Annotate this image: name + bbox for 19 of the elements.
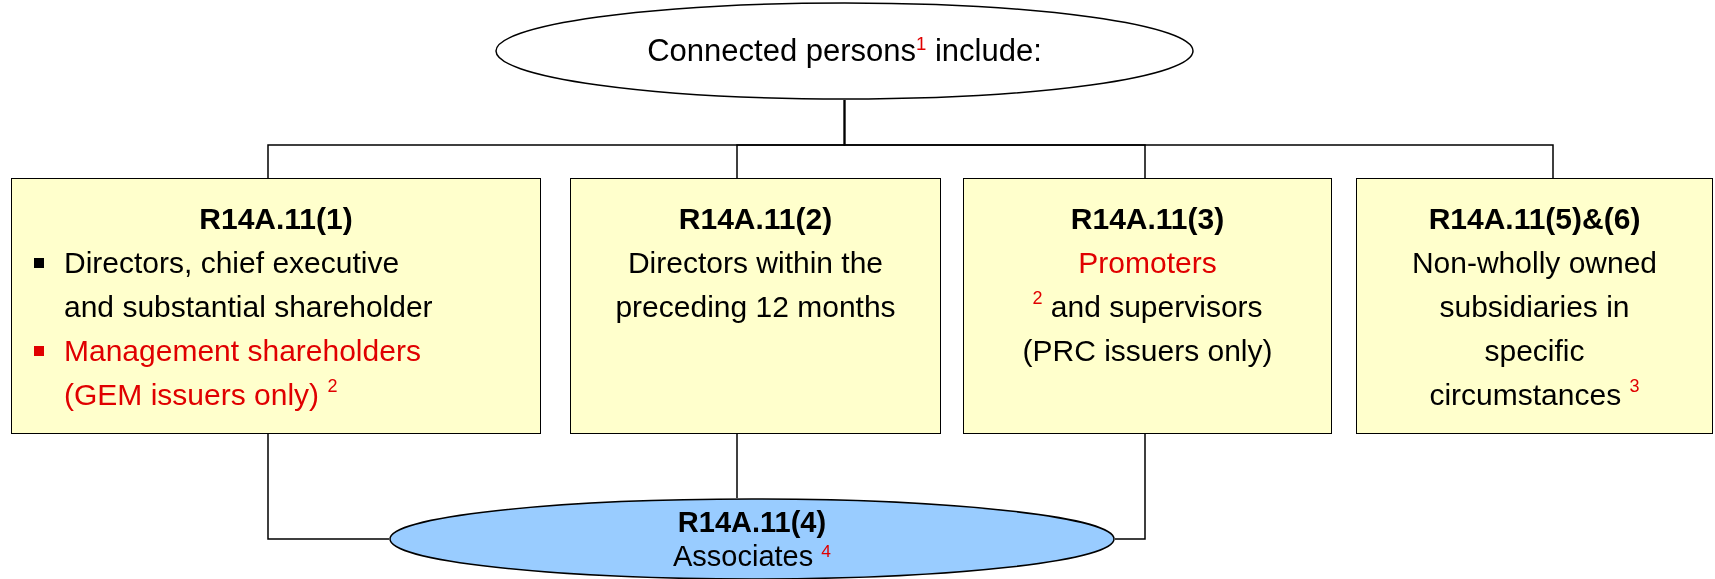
connector-line (1114, 433, 1146, 540)
rule-heading: R14A.11(3) (1070, 201, 1225, 237)
list-item-text: Management shareholders (GEM issuers only) $^{2}$ (64, 333, 422, 413)
rule-heading: R14A.11(2) (678, 201, 833, 237)
connector-line (736, 433, 738, 499)
node-text: Associates $^{4}$ (673, 539, 831, 573)
node-text: $^{2}$ and supervisors (1032, 287, 1263, 325)
connector-line (843, 99, 1554, 179)
node-text: Connected persons$^{1}$ include: (647, 32, 1042, 70)
rule-heading: R14A.11(5)&(6) (1428, 201, 1641, 237)
list-item-text: Directors, chief executive and substantial shareholder (64, 245, 434, 325)
deleted-text: Promoters (1078, 246, 1217, 279)
connector-line (267, 433, 390, 540)
node-text: (PRC issuers only) (1022, 333, 1273, 369)
node-text: Directors within the preceding 12 months (614, 245, 897, 325)
node-text: Non-wholly owned subsidiaries in specific circumstances $^{3}$ (1410, 245, 1659, 413)
oval-node (495, 2, 1194, 100)
rule-heading: R14A.11(1) (199, 201, 353, 237)
rule-heading: R14A.11(4) (677, 505, 827, 539)
